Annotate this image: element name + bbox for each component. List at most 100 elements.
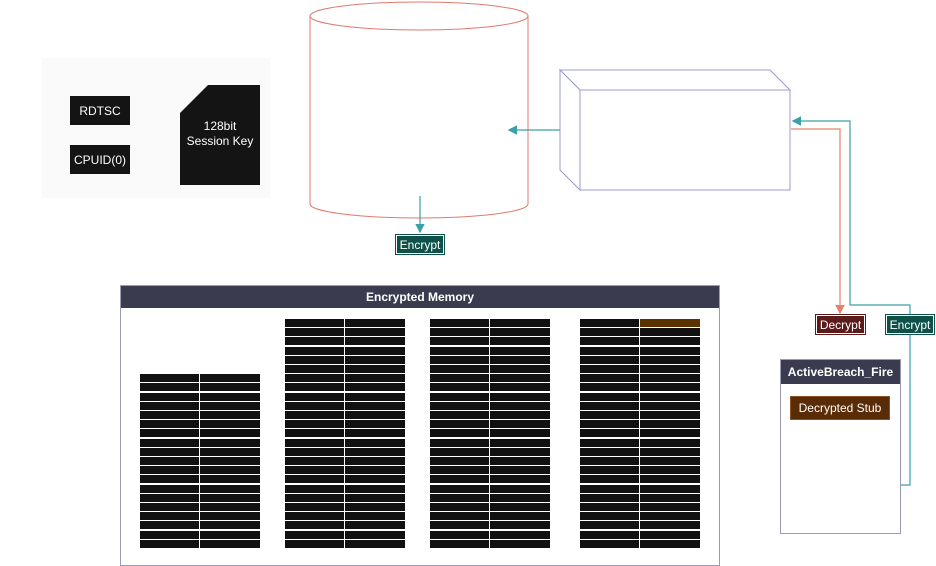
memory-row [140,374,260,383]
memory-cell [640,530,700,539]
memory-cell [580,319,639,327]
memory-cell [345,355,405,364]
memory-cell [580,539,639,548]
memory-cell [140,484,199,493]
memory-row [140,420,260,429]
memory-cell [490,503,550,511]
memory-cell [140,429,199,438]
storage-encrypt-badge[interactable]: Encrypt [395,234,445,255]
memory-cell [345,328,405,337]
decrypted-stub-block[interactable]: Decrypted Stub [790,396,890,420]
memory-cell [200,392,260,401]
memory-cell [200,521,260,530]
memory-cell [430,512,489,521]
memory-cell [140,383,199,392]
memory-cell [490,457,550,465]
memory-cell [580,530,639,539]
memory-cell [640,328,700,337]
memory-cell [430,337,489,346]
memory-cell [490,438,550,447]
memory-cell [200,401,260,410]
memory-row [430,539,550,548]
memory-cell [140,539,199,548]
memory-cell [140,374,199,383]
memory-cell [490,411,550,419]
memory-cell [490,530,550,539]
rdtsc-chip[interactable]: RDTSC [70,96,130,125]
memory-cell [430,328,489,337]
memory-cell [285,493,344,502]
memory-cell [640,466,700,475]
memory-cell [200,374,260,383]
memory-cell [200,447,260,456]
memory-cell [490,447,550,456]
memory-cell [490,355,550,364]
memory-cell [345,457,405,465]
memory-cell [345,429,405,438]
memory-cell [580,328,639,337]
memory-cell [140,512,199,521]
memory-cell [285,429,344,438]
cpuid-chip[interactable]: CPUID(0) [70,145,130,174]
memory-cell [580,503,639,511]
memory-cell [580,493,639,502]
storage-encrypt-label: Encrypt [399,237,441,252]
memory-cell [200,456,260,465]
memory-cell [580,411,639,419]
memory-cell [285,392,344,401]
memory-cell [200,530,260,539]
memory-cell [140,410,199,419]
memory-cell [430,420,489,429]
memory-row [285,401,405,410]
memory-row [285,466,405,475]
memory-cell [200,410,260,419]
memory-row [140,539,260,548]
memory-cell [200,438,260,447]
memory-cell [490,420,550,429]
memory-cell [580,475,639,484]
memory-cell [430,539,489,548]
memory-cell [640,503,700,511]
memory-cell [345,374,405,383]
memory-row [580,493,700,502]
memory-row [285,521,405,530]
session-key-card[interactable]: 128bit Session Key [180,85,260,185]
memory-cell [580,401,639,410]
memory-cell [200,539,260,548]
memory-cell [580,438,639,447]
memory-cell [490,374,550,383]
encrypt-badge[interactable]: Encrypt [885,314,935,335]
memory-cell [580,484,639,493]
decrypted-stub-label: Decrypted Stub [798,401,882,415]
memory-cell [200,502,260,511]
memory-row [430,374,550,383]
memory-cell [640,401,700,410]
memory-cell [490,512,550,521]
memory-cell [640,484,700,493]
memory-cell [490,429,550,438]
memory-cell [285,328,344,337]
memory-cell [140,475,199,484]
memory-row [580,484,700,493]
process-box [558,68,792,192]
memory-cell [580,365,639,373]
memory-cell [345,420,405,429]
memory-row [285,365,405,373]
memory-cell [430,429,489,438]
memory-cell [640,355,700,364]
memory-cell [285,401,344,410]
memory-cell [430,438,489,447]
memory-cell [640,420,700,429]
memory-row [430,319,550,327]
memory-cell [345,392,405,401]
memory-cell [345,475,405,484]
memory-cell [580,346,639,355]
memory-row [285,503,405,511]
decrypt-badge[interactable]: Decrypt [815,314,866,335]
memory-row [430,392,550,401]
memory-row [285,319,405,327]
memory-row [140,502,260,511]
memory-cell [200,383,260,392]
memory-cell [580,429,639,438]
memory-cell [430,392,489,401]
